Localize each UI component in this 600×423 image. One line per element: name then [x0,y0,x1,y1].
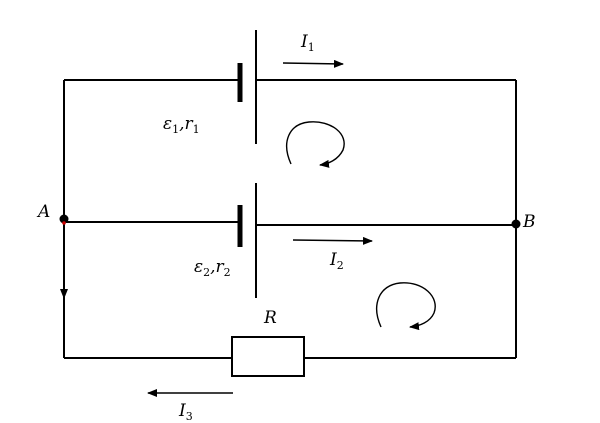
current-1-subscript: 1 [308,41,315,54]
node-a-mark [62,221,66,225]
current-1-symbol: I [300,32,308,52]
current-3-label: I3 [178,401,193,423]
emf-2-epsilon-subscript: 2 [203,266,210,279]
emf-1-resistance: r [185,114,194,134]
emf-1-epsilon-subscript: 1 [172,123,179,136]
current-3-subscript: 3 [186,410,193,423]
resistor [231,336,305,377]
emf-1-epsilon: ε [163,114,172,134]
emf-2-epsilon: ε [194,257,203,277]
circuit-wires [63,79,517,359]
current-1-arrow [282,59,344,68]
node-a-label: A [36,202,50,222]
node-b-label: B [522,212,536,232]
current-2-subscript: 2 [337,259,344,272]
emf-2-separator: , [210,257,215,277]
emf-1-resistance-subscript: 1 [193,123,200,136]
current-2-arrow [292,236,373,245]
battery-2 [237,183,257,298]
current-2-symbol: I [329,250,337,270]
resistor-label: R [263,308,277,328]
loop-1-direction-arrow [286,121,345,168]
emf-1-separator: , [179,114,184,134]
node-a-dot [59,214,69,224]
current-1-label: I1 [300,32,315,54]
current-3-symbol: I [178,401,186,421]
node-b-dot [511,219,521,229]
emf-2-label: ε2,r2 [194,257,231,279]
emf-2-resistance-subscript: 2 [224,266,231,279]
emf-1-label: ε1,r1 [163,114,200,136]
battery-1 [237,30,257,144]
current-2-label: I2 [329,250,344,272]
loop-2-direction-arrow [376,282,436,331]
emf-2-resistance: r [216,257,225,277]
